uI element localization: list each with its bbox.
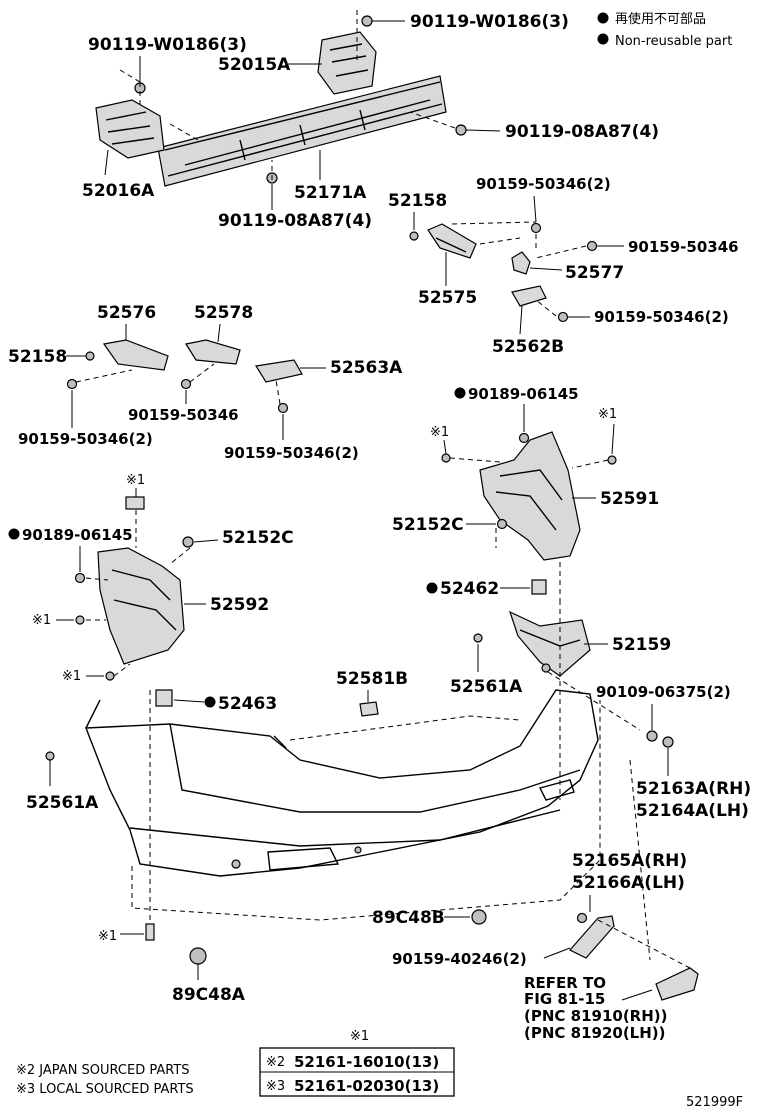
label-52159: 52159 [612,635,671,655]
legend: 再使用不可部品 Non-reusable part [597,11,732,49]
legend-en: Non-reusable part [615,34,732,49]
note-local-sourced: ※3 LOCAL SOURCED PARTS [16,1082,194,1097]
label-90159-50346-2-a: 90159-50346(2) [476,175,611,193]
label-52592: 52592 [210,595,269,615]
row2-value: 52161-02030(13) [294,1077,439,1095]
label-52561A-right: 52561A [450,677,523,697]
label-90119-W0186-3-left: 90119-W0186(3) [88,35,247,55]
sensor-89C48A-icon [189,947,207,965]
label-52591: 52591 [600,489,659,509]
side-retainer-52159 [473,610,591,677]
label-90119-W0186-3-top: 90119-W0186(3) [410,12,569,32]
non-reusable-marker-icon [426,582,438,594]
label-x1-a: ※1 [430,425,449,440]
pad-52462-icon [531,579,547,595]
label-52152C-right: 52152C [392,515,464,535]
label-52152C-left: 52152C [222,528,294,548]
clip-icon [145,923,155,941]
label-89C48A: 89C48A [172,985,246,1005]
bracket-group-52575 [409,221,598,323]
label-refer-pnc-rh: (PNC 81910(RH)) [524,1007,668,1025]
label-52575: 52575 [418,288,477,308]
label-90119-08A87-4-bottom: 90119-08A87(4) [218,211,372,231]
label-52166A: 52166A(LH) [572,873,685,893]
non-reusable-marker-icon [8,528,20,540]
label-52171A: 52171A [294,183,367,203]
bumper-reinforcement [95,10,467,187]
label-90159-50346-2-b: 90159-50346(2) [594,308,729,326]
label-52576: 52576 [97,303,156,323]
label-52016A: 52016A [82,181,155,201]
label-90189-06145-right: 90189-06145 [468,385,579,403]
label-90159-40246-2: 90159-40246(2) [392,950,527,968]
row2-mark: ※3 [266,1079,285,1094]
label-90159-50346-2-c: 90159-50346(2) [18,430,153,448]
pad-52463-icon [155,689,173,707]
label-90189-06145-left: 90189-06145 [22,526,133,544]
label-90119-08A87-4-right: 90119-08A87(4) [505,122,659,142]
fender-liner-52592 [74,496,194,681]
bracket-group-52576 [66,339,303,414]
label-refer-to: REFER TO [524,974,606,992]
label-x1-c: ※1 [126,473,145,488]
non-reusable-marker-icon [597,12,609,24]
non-reusable-marker-icon [454,387,466,399]
table-header: ※1 [350,1029,369,1044]
label-52462: 52462 [440,579,499,599]
footnote-table: ※1 ※2 52161-16010(13) ※3 52161-02030(13) [259,1029,455,1097]
bracket-52581B-icon [359,701,379,717]
label-52577: 52577 [565,263,624,283]
label-52015A: 52015A [218,55,291,75]
label-52563A: 52563A [330,358,403,378]
label-52165A: 52165A(RH) [572,851,687,871]
note-japan-sourced: ※2 JAPAN SOURCED PARTS [16,1063,190,1078]
label-52561A-left: 52561A [26,793,99,813]
diagram-id: 521999F [686,1095,743,1110]
label-52158-upper: 52158 [388,191,447,211]
sensor-89C48B-icon [471,909,487,925]
reflector-group [569,912,699,1001]
row1-mark: ※2 [266,1055,285,1070]
rear-bumper-cover [45,600,651,961]
label-52562B: 52562B [492,337,564,357]
row1-value: 52161-16010(13) [294,1053,439,1071]
label-90159-50346-2-d: 90159-50346(2) [224,444,359,462]
label-52581B: 52581B [336,669,408,689]
label-52463: 52463 [218,694,277,714]
label-x1-f: ※1 [98,929,117,944]
label-x1-d: ※1 [32,613,51,628]
label-refer-pnc-lh: (PNC 81920(LH)) [524,1024,666,1042]
label-x1-b: ※1 [598,407,617,422]
label-90109-06375-2: 90109-06375(2) [596,683,731,701]
fender-liner-52591 [441,431,617,600]
non-reusable-marker-icon [597,33,609,45]
label-52158-left: 52158 [8,347,67,367]
label-90159-50346: 90159-50346 [628,238,739,256]
label-x1-e: ※1 [62,669,81,684]
non-reusable-marker-icon [204,696,216,708]
label-52578: 52578 [194,303,253,323]
legend-jp: 再使用不可部品 [615,11,706,27]
label-52163A: 52163A(RH) [636,779,751,799]
label-89C48B: 89C48B [372,908,445,928]
label-52164A: 52164A(LH) [636,801,749,821]
label-refer-fig: FIG 81-15 [524,990,605,1008]
label-90159-50346-mid: 90159-50346 [128,406,239,424]
